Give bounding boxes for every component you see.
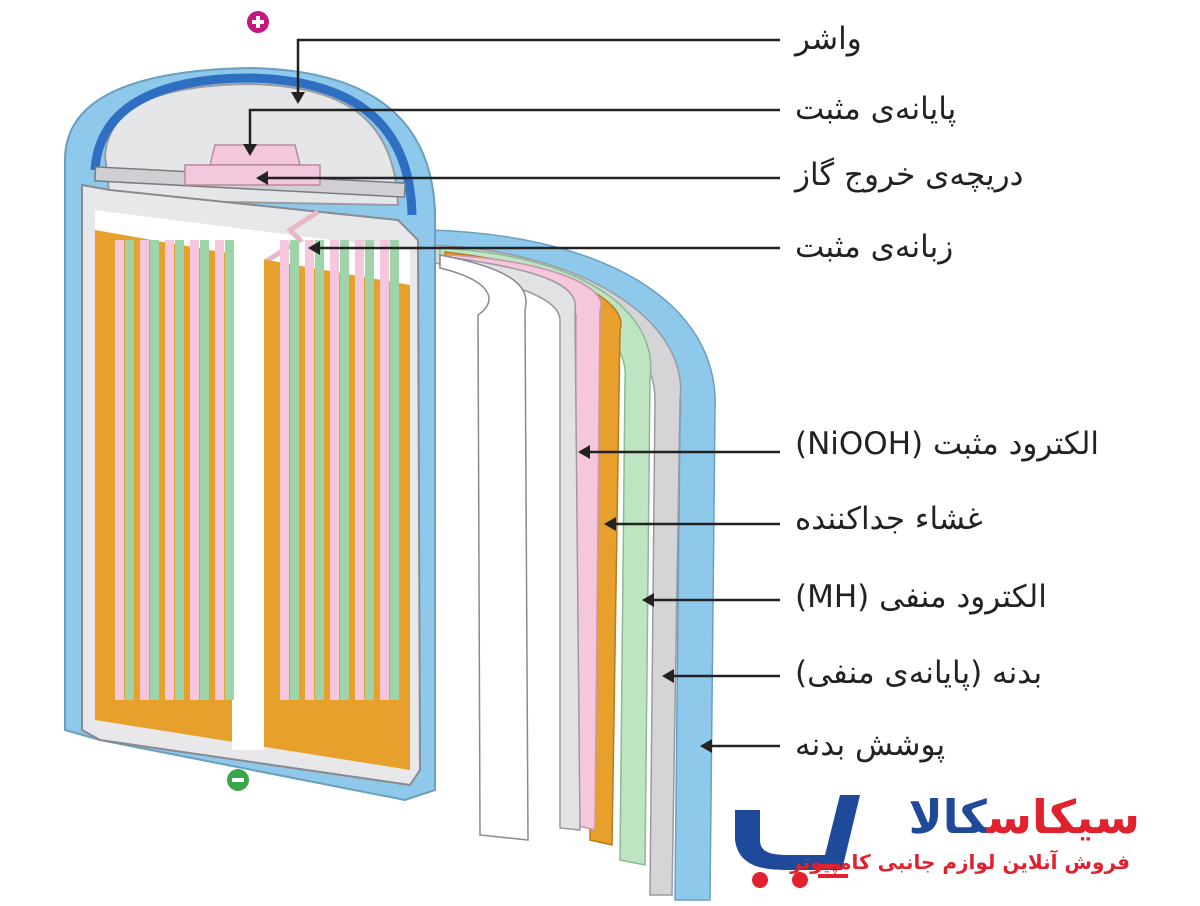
- brand-name: سیکاسکالا: [908, 790, 1141, 844]
- electrode-stripe: [115, 240, 124, 700]
- label-negative-electrode: الکترود منفی (MH): [795, 579, 1047, 615]
- electrode-stripe: [165, 240, 174, 700]
- label-positive-electrode: الکترود مثبت (NiOOH): [795, 426, 1099, 462]
- cell-cutaway: [64, 66, 436, 802]
- unrolled-layers: [424, 229, 716, 901]
- negative-terminal-mark: [227, 769, 249, 791]
- arrow-negative-electrode: [642, 593, 654, 607]
- electrode-stripe: [125, 240, 134, 700]
- label-positive-tab: زبانه‌ی مثبت: [795, 229, 954, 265]
- leader-positive-terminal: [248, 108, 780, 150]
- leader-washer: [296, 38, 780, 98]
- label-gas-vent: دریچه‌ی خروج گاز: [795, 157, 1024, 193]
- gas-vent: [209, 144, 301, 166]
- electrode-stripe: [390, 240, 399, 700]
- electrode-stripe: [380, 240, 389, 700]
- label-can: بدنه (پایانه‌ی منفی): [795, 655, 1043, 691]
- electrode-stripe: [315, 240, 324, 700]
- electrode-stripe: [150, 240, 159, 700]
- arrow-can: [662, 669, 674, 683]
- arrow-positive-electrode: [578, 445, 590, 459]
- arrow-positive-terminal: [243, 144, 257, 156]
- washer: [90, 73, 417, 216]
- label-separator: غشاء جداکننده: [795, 501, 983, 537]
- electrode-stripe: [140, 240, 149, 700]
- electrode-stripe: [190, 240, 199, 700]
- brand-logo-icon: [735, 795, 860, 888]
- label-washer: واشر: [795, 21, 862, 57]
- electrode-stripe: [355, 240, 364, 700]
- arrow-jacket: [700, 739, 712, 753]
- label-positive-terminal: پایانه‌ی مثبت: [795, 91, 957, 127]
- brand-name-blue: کالا: [908, 790, 987, 844]
- electrode-stripe: [175, 240, 184, 700]
- electrode-stripe: [305, 240, 314, 700]
- arrow-gas-vent: [256, 171, 268, 185]
- label-jacket: پوشش بدنه: [795, 727, 946, 763]
- arrow-washer: [291, 92, 305, 104]
- electrode-stripe: [280, 240, 289, 700]
- electrode-stripe: [215, 240, 224, 700]
- white-sheet-layer: [439, 254, 529, 841]
- electrode-stripe: [200, 240, 209, 700]
- electrode-strips: [95, 230, 410, 770]
- electrode-stripe: [365, 240, 374, 700]
- electrode-stripe: [225, 240, 234, 700]
- arrow-separator: [604, 517, 616, 531]
- leader-lines: [248, 38, 780, 748]
- positive-terminal-mark: [247, 11, 269, 33]
- electrode-stripe: [290, 240, 299, 700]
- brand-tagline: فروش آنلاین لوازم جانبی کامپیوتر: [790, 850, 1130, 874]
- brand-logo: سیکاسکالا فروش آنلاین لوازم جانبی کامپیو…: [730, 790, 1170, 900]
- arrow-positive-tab: [308, 241, 320, 255]
- electrode-stripe: [330, 240, 339, 700]
- brand-name-red: سیکاس: [986, 790, 1141, 844]
- electrode-stripe: [340, 240, 349, 700]
